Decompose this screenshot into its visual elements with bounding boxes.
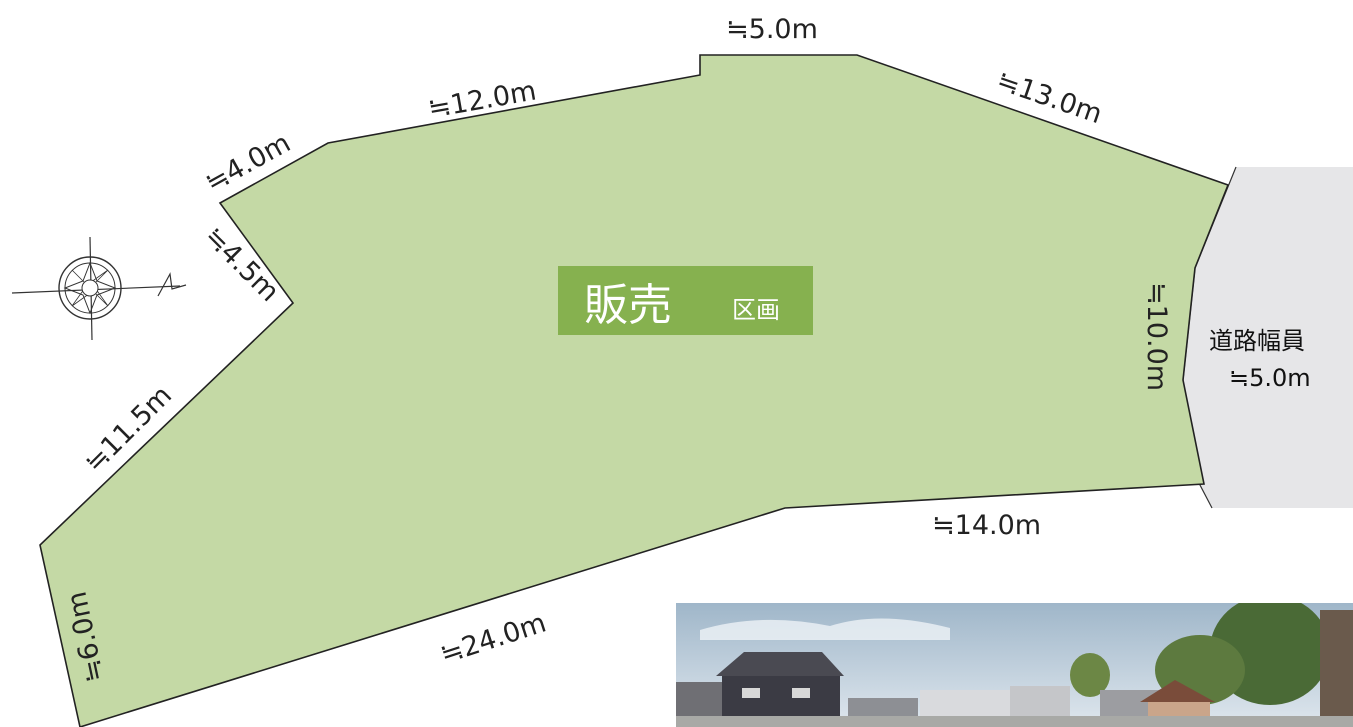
dim-bottom-left: ≒24.0m bbox=[437, 607, 550, 670]
road-area bbox=[1183, 167, 1353, 508]
dim-top-step: ≒5.0m bbox=[726, 14, 818, 45]
site-photo bbox=[676, 603, 1353, 727]
dim-road-frontage: ≒10.0m bbox=[1141, 282, 1172, 391]
north-arrow-compass-icon bbox=[11, 236, 187, 341]
sale-lot bbox=[39, 54, 1230, 727]
sale-badge-main: 販売 bbox=[584, 280, 672, 331]
sale-badge-sub: 区画 bbox=[732, 296, 780, 324]
sale-badge bbox=[558, 266, 813, 335]
road-width: ≒5.0m bbox=[1229, 364, 1311, 392]
road-label: 道路幅員 bbox=[1209, 327, 1305, 355]
dim-bottom-right: ≒14.0m bbox=[932, 510, 1041, 541]
